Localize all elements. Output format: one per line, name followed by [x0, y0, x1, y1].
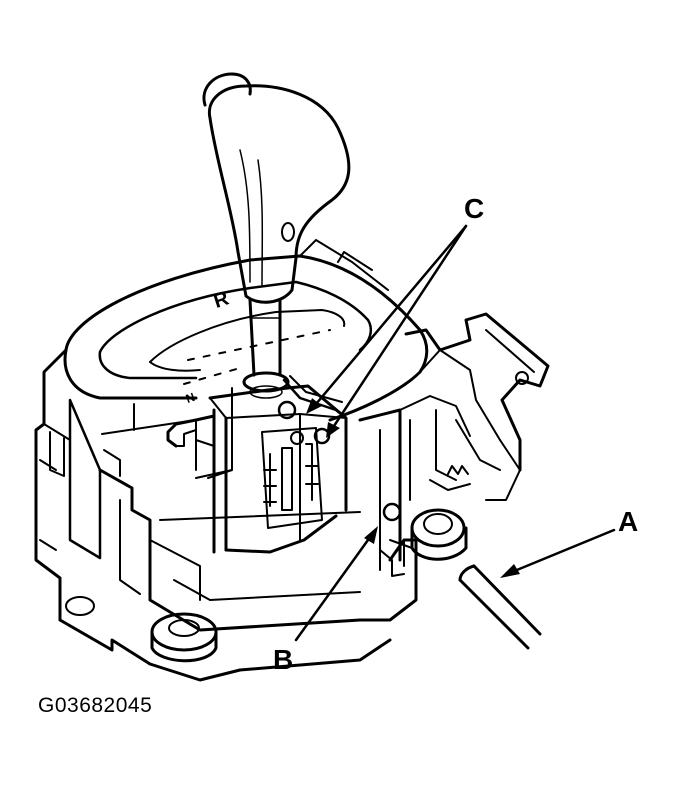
- shift-indicator-bezel: [63, 239, 429, 422]
- arrowhead-c2: [326, 422, 340, 438]
- callout-a: A: [618, 506, 639, 537]
- mounting-feet: [65, 596, 218, 663]
- gate-plate: [195, 384, 348, 554]
- arrowhead-b: [364, 526, 378, 544]
- figure-code: G03682045: [38, 694, 153, 717]
- shift-mark-n: N: [184, 390, 197, 406]
- arrowhead-c1: [306, 398, 322, 414]
- arrowhead-a: [500, 564, 520, 578]
- tool-rod: [458, 564, 542, 650]
- callout-c: C: [464, 193, 485, 224]
- cable-bracket: [379, 312, 550, 577]
- callout-b: B: [273, 644, 294, 675]
- shift-knob: [202, 72, 351, 399]
- leader-arrowheads: [306, 398, 520, 578]
- leader-lines: [294, 224, 616, 642]
